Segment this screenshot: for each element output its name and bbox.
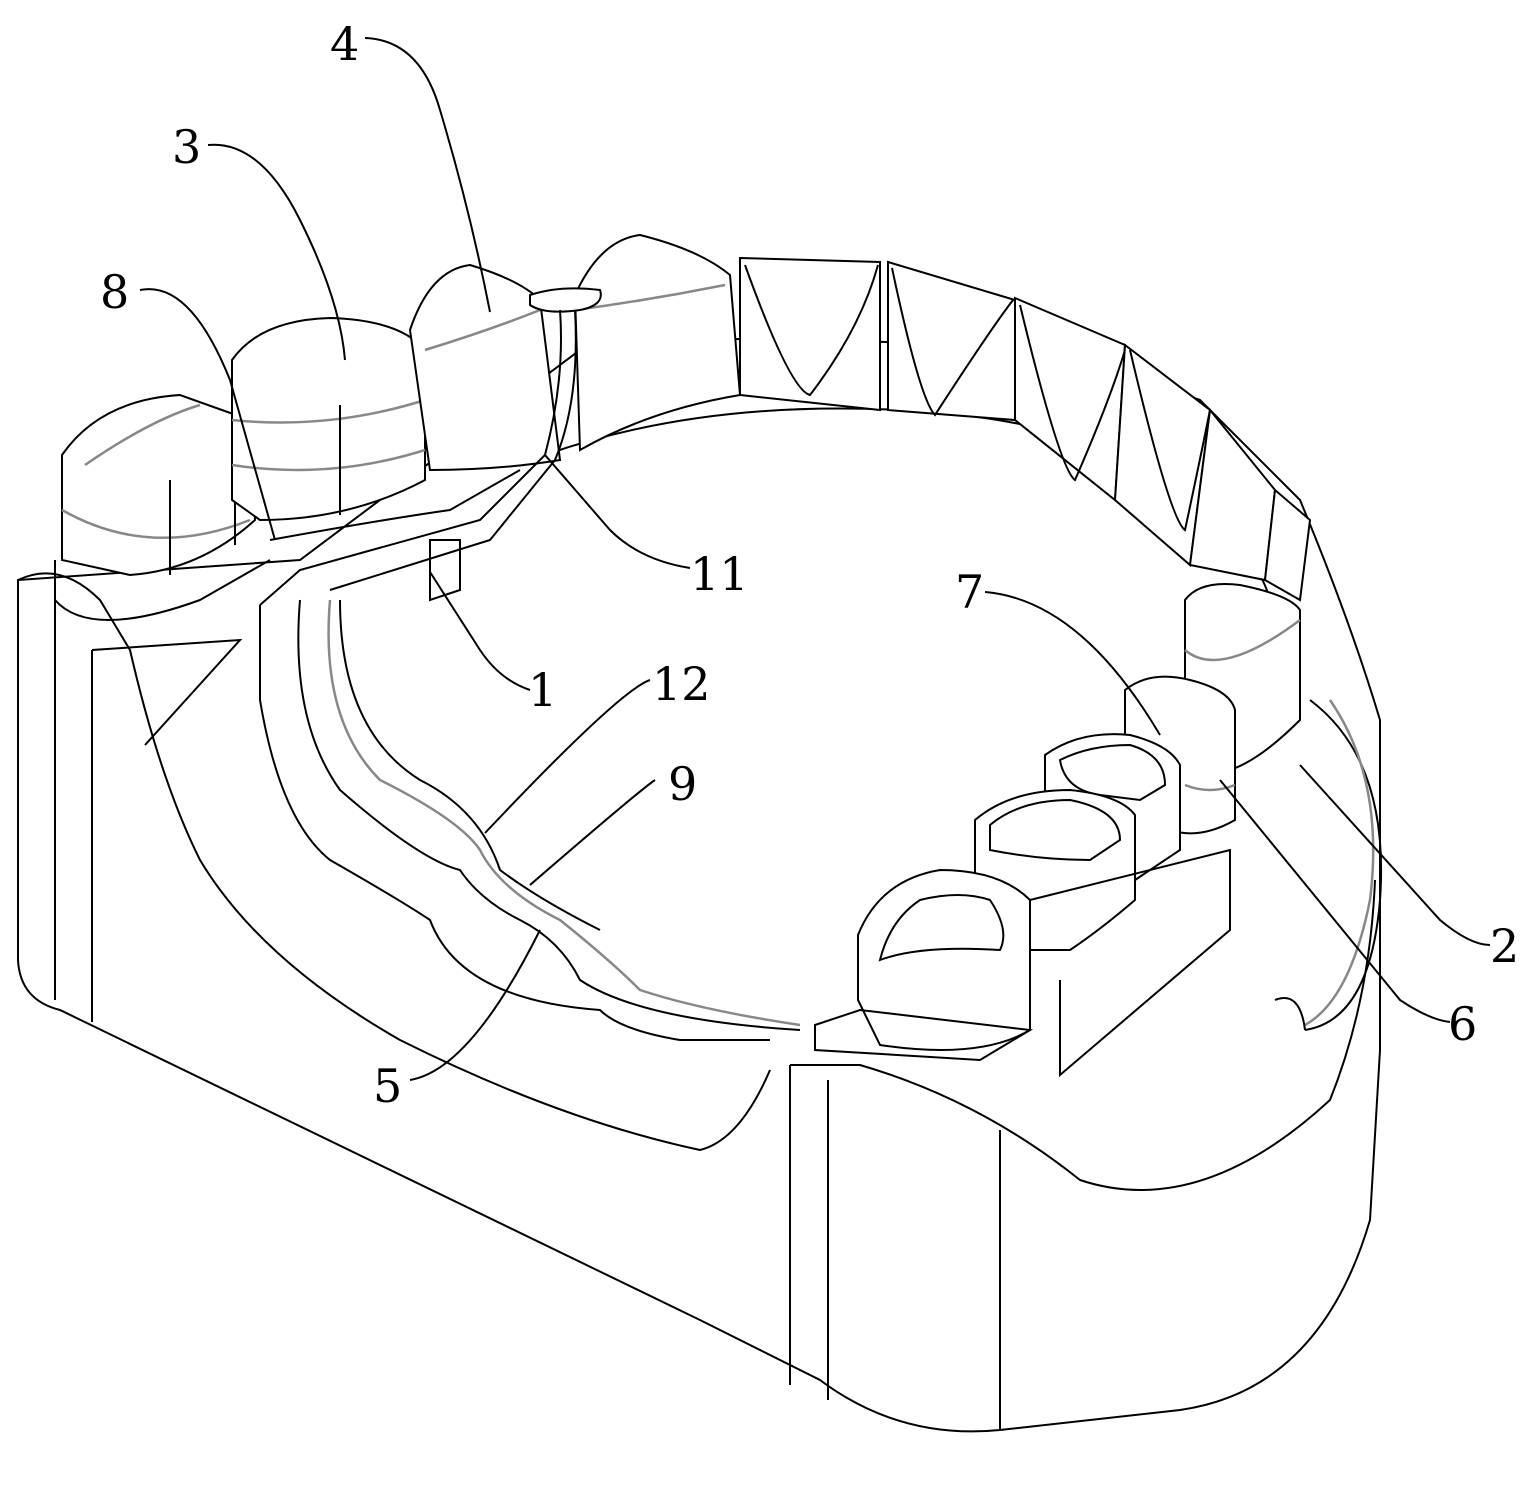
label-7: 7	[955, 565, 984, 619]
label-2: 2	[1490, 919, 1519, 973]
label-11: 11	[690, 547, 749, 601]
label-3: 3	[172, 120, 201, 174]
label-9: 9	[668, 757, 697, 811]
label-6: 6	[1448, 997, 1477, 1051]
label-1: 1	[528, 663, 557, 717]
label-8: 8	[100, 265, 129, 319]
label-4: 4	[330, 17, 359, 71]
label-5: 5	[373, 1059, 402, 1113]
label-12: 12	[652, 657, 711, 711]
